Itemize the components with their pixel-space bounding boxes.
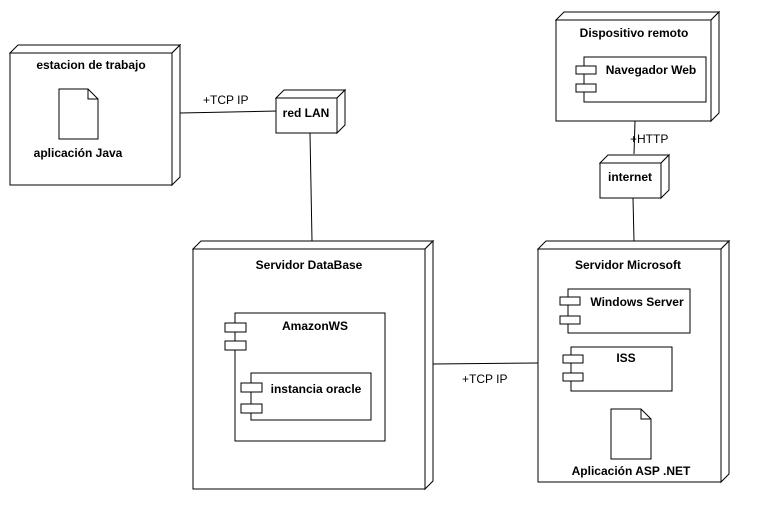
file-icon <box>610 408 652 460</box>
connection-label-tcpip-servers: +TCP IP <box>462 372 507 386</box>
amazonws-label: AmazonWS <box>282 319 348 333</box>
component-icon <box>575 83 597 93</box>
dbserver-title: Servidor DataBase <box>256 258 363 272</box>
connection-remote-internet <box>633 120 636 155</box>
msserver-title: Servidor Microsoft <box>575 258 681 272</box>
workstation-artifact: aplicación Java <box>34 146 123 160</box>
component-browser[interactable]: Navegador Web <box>575 56 707 103</box>
connection-dbserver-msserver <box>432 362 539 365</box>
aspnet-artifact: Aplicación ASP .NET <box>572 464 691 478</box>
component-icon <box>575 65 597 75</box>
component-icon <box>240 403 263 414</box>
node-database-server[interactable]: Servidor DataBase AmazonWS instancia ora… <box>191 239 435 491</box>
component-windows-server[interactable]: Windows Server <box>559 288 691 334</box>
component-icon <box>562 372 584 382</box>
node-workstation[interactable]: estacion de trabajo aplicación Java <box>8 43 182 187</box>
oracle-label: instancia oracle <box>271 382 362 396</box>
node-remote-device[interactable]: Dispositivo remoto Navegador Web <box>554 10 721 123</box>
component-icon <box>224 340 247 351</box>
windows-server-label: Windows Server <box>590 295 684 309</box>
file-icon <box>58 88 99 140</box>
connection-label-http: +HTTP <box>630 132 668 146</box>
browser-label: Navegador Web <box>606 63 696 77</box>
component-icon <box>224 322 247 333</box>
lan-label: red LAN <box>283 106 330 120</box>
node-internet[interactable]: internet <box>598 153 671 200</box>
connection-lan-dbserver <box>309 132 313 242</box>
component-iss[interactable]: ISS <box>562 346 673 392</box>
connection-internet-msserver <box>632 197 635 242</box>
component-oracle-instance[interactable]: instancia oracle <box>240 372 372 421</box>
node-lan[interactable]: red LAN <box>274 88 347 135</box>
internet-label: internet <box>608 170 652 184</box>
workstation-title: estacion de trabajo <box>36 58 145 72</box>
remote-title: Dispositivo remoto <box>580 26 689 40</box>
component-amazonws[interactable]: AmazonWS instancia oracle <box>224 312 386 442</box>
connection-label-tcpip-lan: +TCP IP <box>203 93 248 107</box>
component-icon <box>562 354 584 364</box>
component-icon <box>240 382 263 393</box>
iss-label: ISS <box>616 351 635 365</box>
node-microsoft-server[interactable]: Servidor Microsoft Windows Server ISS Ap… <box>536 239 731 484</box>
component-icon <box>559 296 581 306</box>
connection-workstation-lan <box>179 110 279 114</box>
component-icon <box>559 315 581 325</box>
